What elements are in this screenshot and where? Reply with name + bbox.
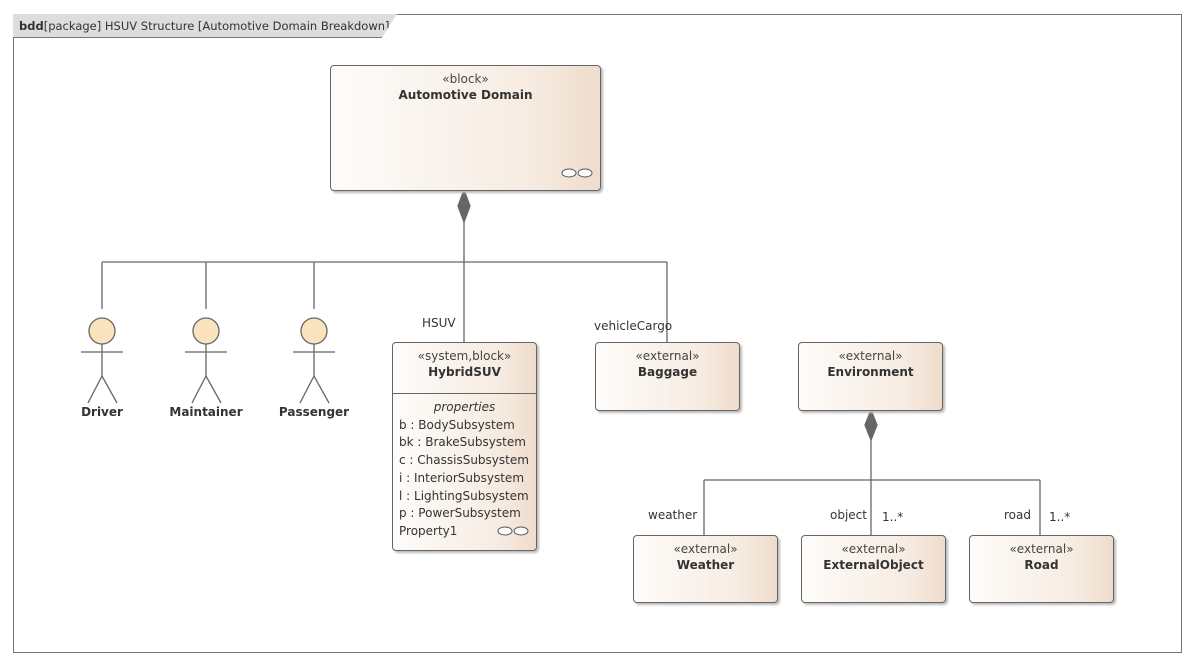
diagram-title: [package] HSUV Structure [Automotive Dom… [43,19,390,33]
property[interactable]: i : InteriorSubsystem [399,470,525,485]
decomposition-icon [561,168,593,178]
stereotype: «external» [838,349,903,363]
composition-environment[interactable] [703,408,1041,535]
block-environment[interactable]: «external» Environment [798,342,943,411]
property[interactable]: c : ChassisSubsystem [399,453,529,468]
role-vehicle-cargo: vehicleCargo [594,319,673,333]
stereotype: «external» [635,349,700,363]
property[interactable]: Property1 [399,523,458,538]
block-hybrid-suv[interactable]: «system,block» HybridSUV properties b : … [392,342,537,551]
stereotype: «external» [673,542,738,556]
role-weather: weather [648,508,698,522]
block-name: ExternalObject [823,558,924,572]
composition-automotive[interactable] [101,188,668,342]
actor-driver-icon[interactable] [81,317,123,404]
properties-compartment: properties b : BodySubsystem bk : BrakeS… [393,393,536,546]
diagram-frame [13,14,1182,653]
diagram-header: bdd[package] HSUV Structure [Automotive … [13,14,397,38]
property[interactable]: bk : BrakeSubsystem [399,435,526,450]
composition-diamond [457,188,471,224]
block-external-object[interactable]: «external» ExternalObject [801,535,946,603]
diagram-kind: bdd [19,19,44,33]
stereotype: «external» [841,542,906,556]
block-name: Environment [827,365,914,379]
compartment-heading: properties [433,400,496,414]
block-name: Road [1024,558,1059,572]
block-name: Baggage [637,365,698,379]
property[interactable]: p : PowerSubsystem [399,506,521,521]
stereotype: «block» [442,72,489,86]
actor-maintainer-label: Maintainer [169,405,243,419]
actor-passenger-icon[interactable] [293,317,335,404]
role-road: road [1004,508,1031,522]
block-automotive-domain[interactable]: «block» Automotive Domain [330,65,601,191]
block-road[interactable]: «external» Road [969,535,1114,603]
property[interactable]: b : BodySubsystem [399,417,515,432]
property[interactable]: l : LightingSubsystem [399,488,529,503]
block-name: Automotive Domain [398,88,533,102]
block-baggage[interactable]: «external» Baggage [595,342,740,411]
role-object: object [830,508,867,522]
actor-driver-label: Driver [81,405,123,419]
composition-diamond [864,408,878,442]
block-name: Weather [676,558,735,572]
actor-passenger-label: Passenger [278,405,350,419]
role-hsuv: HSUV [422,316,456,330]
actor-maintainer-icon[interactable] [185,317,227,404]
multiplicity-road: 1..* [1049,510,1071,524]
stereotype: «external» [1009,542,1074,556]
block-name: HybridSUV [428,365,501,379]
multiplicity-object: 1..* [882,510,904,524]
stereotype: «system,block» [417,349,512,363]
decomposition-icon [497,526,529,536]
block-weather[interactable]: «external» Weather [633,535,778,603]
